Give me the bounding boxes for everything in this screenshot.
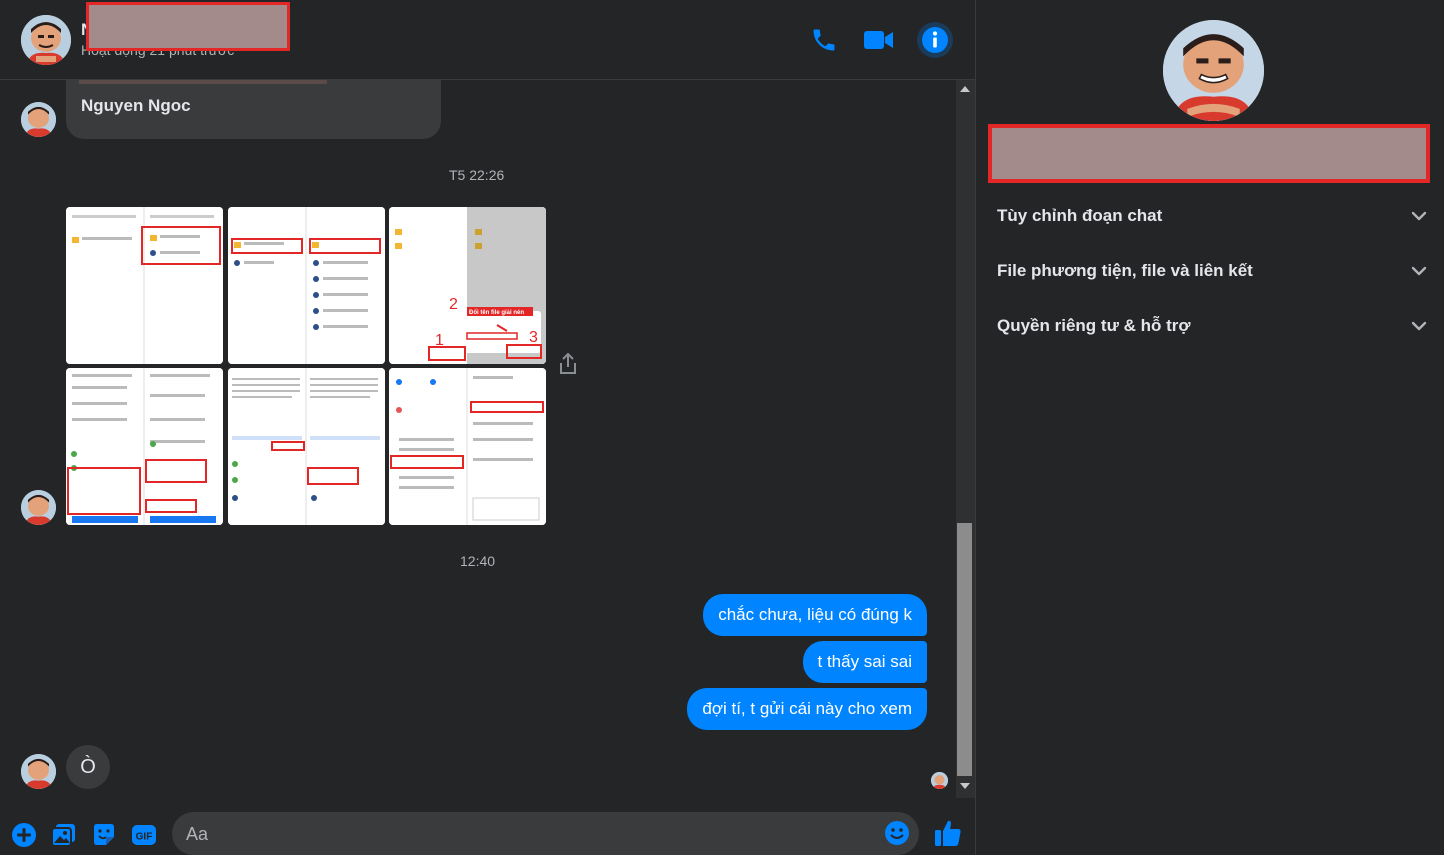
screenshot-thumbnail <box>66 207 223 364</box>
scroll-down-arrow-icon[interactable] <box>960 783 970 789</box>
image-attachment[interactable] <box>66 368 223 525</box>
scroll-up-arrow-icon[interactable] <box>960 86 970 92</box>
annotation-step-3: 3 <box>529 329 538 346</box>
section-label: Tùy chỉnh đoạn chat <box>997 206 1163 225</box>
send-like-button[interactable] <box>933 818 963 848</box>
section-customize-chat[interactable]: Tùy chỉnh đoạn chat <box>997 201 1427 231</box>
phone-call-button[interactable] <box>808 24 840 56</box>
sender-avatar[interactable] <box>21 490 56 525</box>
redacted-profile-name <box>988 124 1430 183</box>
incoming-message-bubble[interactable]: Ò <box>66 745 110 789</box>
image-attachment[interactable]: Đổi tên file giải nén 2 1 3 <box>389 207 546 364</box>
share-button[interactable] <box>558 352 578 375</box>
incoming-message-text: Nguyen Ngoc <box>81 96 191 115</box>
thumbs-up-icon <box>935 820 961 846</box>
avatar-image <box>21 15 71 65</box>
sender-avatar[interactable] <box>21 754 56 789</box>
avatar-image <box>1163 20 1264 121</box>
attach-image-button[interactable] <box>51 822 77 848</box>
section-label: Quyền riêng tư & hỗ trợ <box>997 316 1191 335</box>
screenshot-thumbnail <box>389 368 546 525</box>
conversation-info-panel: Tùy chỉnh đoạn chat File phương tiện, fi… <box>975 0 1444 855</box>
annotation-step-2: 2 <box>449 296 458 313</box>
message-input[interactable] <box>186 822 866 846</box>
emoji-button[interactable] <box>884 820 910 846</box>
attachment-preview-strip <box>79 80 327 84</box>
emoji-icon <box>885 821 909 845</box>
more-actions-button[interactable] <box>11 822 37 848</box>
phone-icon <box>813 29 835 51</box>
message-timestamp: 12:40 <box>460 553 496 569</box>
screenshot-thumbnail <box>228 207 385 364</box>
outgoing-message-bubble[interactable]: chắc chưa, liệu có đúng k <box>703 594 927 636</box>
message-input-wrapper <box>172 812 919 855</box>
section-media-files-links[interactable]: File phương tiện, file và liên kết <box>997 256 1427 286</box>
screenshot-thumbnail: Đổi tên file giải nén 2 1 3 <box>389 207 546 364</box>
scroll-thumb[interactable] <box>957 523 972 776</box>
sender-avatar[interactable] <box>21 102 56 137</box>
chevron-down-icon <box>1411 266 1427 276</box>
conversation-info-button[interactable] <box>917 22 953 58</box>
message-list: Nguyen Ngoc T5 22:26 <box>0 80 956 798</box>
contact-avatar[interactable] <box>21 15 71 65</box>
read-receipt-avatar <box>931 772 948 789</box>
incoming-message-bubble[interactable]: Nguyen Ngoc <box>66 80 441 139</box>
share-icon <box>560 352 576 374</box>
contact-profile-avatar[interactable] <box>1163 20 1264 121</box>
outgoing-message-bubble[interactable]: t thấy sai sai <box>802 641 927 683</box>
avatar-image <box>21 754 56 789</box>
annotation-step-1: 1 <box>435 332 444 349</box>
gif-icon: GIF <box>132 825 156 845</box>
image-attachment[interactable] <box>389 368 546 525</box>
message-composer: GIF <box>0 798 975 855</box>
image-icon <box>51 824 75 847</box>
sticker-icon <box>94 824 114 845</box>
screenshot-thumbnail <box>228 368 385 525</box>
section-privacy-support[interactable]: Quyền riêng tư & hỗ trợ <box>997 311 1427 341</box>
screenshot-thumbnail <box>66 368 223 525</box>
image-attachment[interactable] <box>66 207 223 364</box>
video-call-button[interactable] <box>863 24 895 56</box>
sticker-button[interactable] <box>91 822 117 848</box>
info-icon <box>922 27 948 53</box>
outgoing-message-bubble[interactable]: đợi tí, t gửi cái này cho xem <box>687 688 927 730</box>
image-attachment[interactable] <box>228 207 385 364</box>
chat-panel: N Hoạt động 21 phút trước <box>0 0 975 855</box>
avatar-image <box>21 102 56 137</box>
image-attachment[interactable] <box>228 368 385 525</box>
video-camera-icon <box>864 31 893 49</box>
redacted-contact-name <box>86 2 290 51</box>
message-timestamp: T5 22:26 <box>449 167 505 183</box>
avatar-image <box>931 772 948 789</box>
plus-circle-icon <box>12 823 36 847</box>
gif-label: GIF <box>136 832 153 843</box>
message-scrollbar[interactable] <box>956 80 975 798</box>
avatar-image <box>21 490 56 525</box>
chevron-down-icon <box>1411 321 1427 331</box>
annotation-label: Đổi tên file giải nén <box>469 309 524 316</box>
chat-header: N Hoạt động 21 phút trước <box>0 0 975 80</box>
image-attachment-grid: Đổi tên file giải nén 2 1 3 <box>66 207 547 525</box>
chevron-down-icon <box>1411 211 1427 221</box>
gif-button[interactable]: GIF <box>131 822 157 848</box>
section-label: File phương tiện, file và liên kết <box>997 261 1253 280</box>
